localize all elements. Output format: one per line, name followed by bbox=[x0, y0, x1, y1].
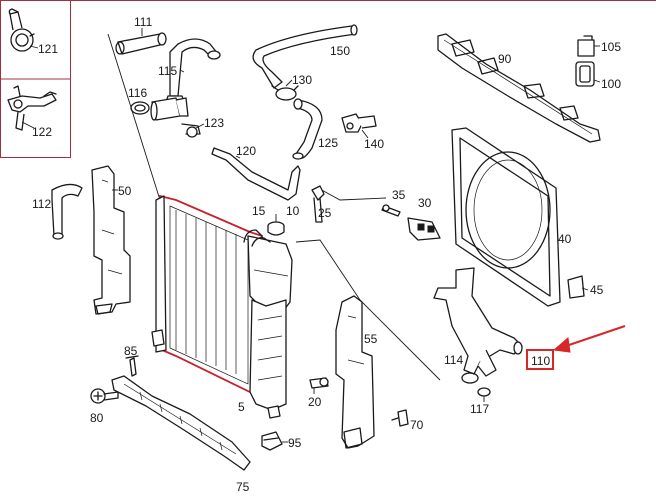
cap-15-icon bbox=[267, 214, 285, 236]
clip-140-icon bbox=[341, 113, 377, 133]
label-10: 10 bbox=[286, 204, 300, 218]
clamp-121-icon bbox=[8, 8, 35, 52]
fitting-122-icon bbox=[7, 85, 57, 131]
sensor-25-icon bbox=[311, 185, 325, 223]
bolt-20-icon bbox=[309, 377, 329, 389]
label-75: 75 bbox=[236, 480, 250, 494]
side-panel-50-icon bbox=[91, 165, 131, 315]
hose-110-icon bbox=[433, 267, 523, 377]
side-panel-55-icon bbox=[335, 295, 375, 449]
hose-120-icon bbox=[211, 147, 301, 201]
label-122: 122 bbox=[32, 125, 52, 139]
label-130: 130 bbox=[292, 73, 312, 87]
leader-diagonal-left bbox=[107, 33, 161, 201]
highlight-arrow-icon bbox=[552, 325, 626, 353]
label-150: 150 bbox=[330, 44, 350, 58]
label-120: 120 bbox=[236, 144, 256, 158]
label-114: 114 bbox=[444, 353, 463, 367]
label-15: 15 bbox=[252, 204, 266, 218]
label-40: 40 bbox=[558, 232, 572, 246]
label-85: 85 bbox=[124, 344, 138, 358]
switch-30-icon bbox=[407, 217, 441, 241]
label-20: 20 bbox=[308, 395, 322, 409]
highlight-box-110 bbox=[526, 349, 554, 370]
hose-connector-icon bbox=[150, 97, 189, 121]
hose-115-icon bbox=[165, 38, 221, 103]
clip-70-icon bbox=[391, 409, 409, 427]
label-50: 50 bbox=[118, 184, 132, 198]
label-95: 95 bbox=[288, 436, 302, 450]
radiator-5-icon bbox=[151, 194, 265, 396]
pad-100-icon bbox=[575, 61, 595, 87]
label-45: 45 bbox=[590, 283, 604, 297]
bolt-35-icon bbox=[381, 204, 401, 217]
bracket-90-icon bbox=[437, 33, 601, 143]
label-90: 90 bbox=[498, 52, 512, 66]
inset-panel: 121 122 bbox=[0, 0, 71, 158]
clamp-117-icon bbox=[477, 387, 491, 402]
label-100: 100 bbox=[601, 77, 621, 91]
radiator-side-tank-icon bbox=[249, 299, 287, 419]
label-55: 55 bbox=[364, 332, 378, 346]
label-80: 80 bbox=[90, 411, 104, 425]
label-5: 5 bbox=[238, 400, 245, 414]
label-140: 140 bbox=[364, 137, 384, 151]
mount-95-icon bbox=[261, 431, 283, 451]
bolt-85-icon bbox=[125, 355, 139, 377]
label-121: 121 bbox=[38, 42, 58, 56]
leader-35 bbox=[317, 187, 387, 201]
clip-45-icon bbox=[567, 275, 585, 299]
label-70: 70 bbox=[410, 418, 424, 432]
label-111: 111 bbox=[134, 15, 153, 29]
leader-122 bbox=[21, 121, 35, 129]
leader-121 bbox=[29, 45, 39, 49]
clip-105-icon bbox=[577, 35, 595, 57]
label-117: 117 bbox=[470, 402, 489, 416]
label-125: 125 bbox=[318, 136, 338, 150]
hose-112-icon bbox=[51, 183, 83, 240]
deflector-75-icon bbox=[111, 375, 251, 471]
fan-shroud-40-icon bbox=[451, 127, 561, 307]
label-116: 116 bbox=[128, 86, 147, 100]
label-25: 25 bbox=[318, 206, 332, 220]
clamp-116-icon bbox=[130, 101, 150, 115]
hose-125-icon bbox=[292, 98, 323, 160]
label-110: 110 bbox=[531, 354, 550, 368]
hose-150-icon bbox=[252, 24, 358, 89]
label-115: 115 bbox=[158, 64, 177, 78]
label-112: 112 bbox=[32, 197, 51, 211]
label-30: 30 bbox=[418, 196, 432, 210]
label-105: 105 bbox=[601, 40, 621, 54]
clamp-130-icon bbox=[271, 85, 299, 101]
leader-diagonal-114 bbox=[295, 239, 441, 381]
clip-123-icon bbox=[181, 123, 201, 138]
label-35: 35 bbox=[392, 188, 406, 202]
hose-111-icon bbox=[115, 32, 167, 55]
label-123: 123 bbox=[204, 116, 224, 130]
screw-80-icon bbox=[90, 388, 119, 404]
clamp-114-icon bbox=[461, 372, 479, 384]
expansion-tank-10-icon bbox=[243, 229, 293, 311]
